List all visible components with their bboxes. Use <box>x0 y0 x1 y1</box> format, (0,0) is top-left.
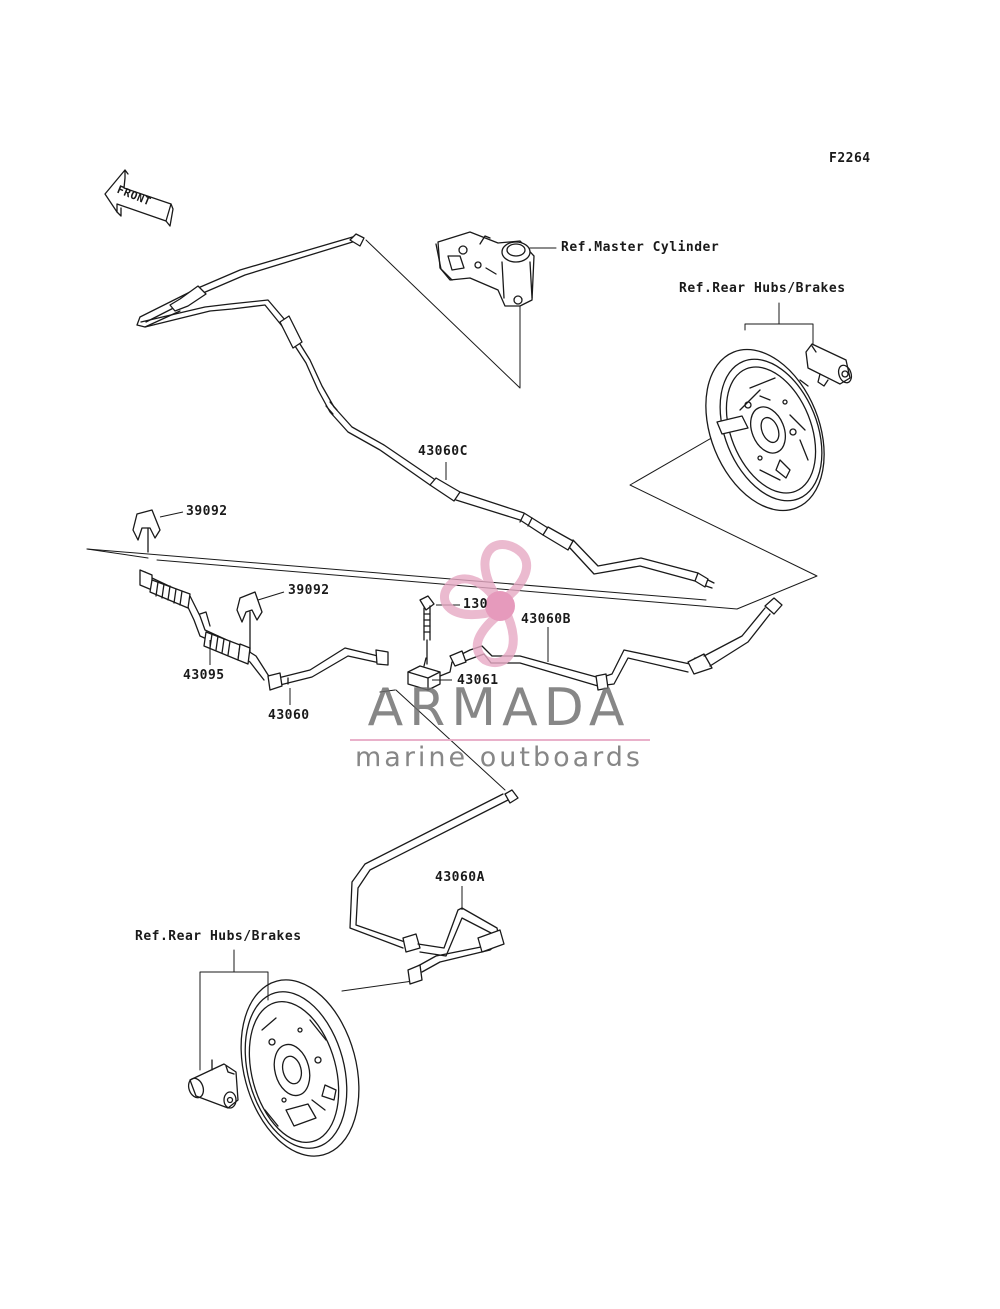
wheel-cylinder-lower <box>187 1059 239 1109</box>
bolt-130 <box>419 595 435 665</box>
wheel-cylinder-upper <box>799 343 853 387</box>
watermark-subtitle: marine outboards <box>354 742 643 773</box>
watermark-divider <box>350 739 650 741</box>
front-arrow-icon <box>104 169 174 227</box>
watermark-title: ARMADA <box>367 678 631 738</box>
pipe-43060A <box>349 789 519 985</box>
part-43060C: 43060C <box>418 444 468 459</box>
ref-master-cylinder: Ref.Master Cylinder <box>561 240 720 255</box>
rear-brake-upper <box>705 348 825 512</box>
part-130: 130 <box>463 597 488 612</box>
leader-lines <box>86 239 818 1046</box>
ref-rear-hubs-brakes-left: Ref.Rear Hubs/Brakes <box>135 929 302 944</box>
brake-hose-43095 <box>139 569 271 681</box>
figure-code: F2264 <box>829 151 871 166</box>
ref-rear-hubs-brakes-right: Ref.Rear Hubs/Brakes <box>679 281 846 296</box>
part-43060: 43060 <box>268 708 310 723</box>
part-43095: 43095 <box>183 668 225 683</box>
part-43060B: 43060B <box>521 612 571 627</box>
clip-39092-left <box>132 509 161 553</box>
rear-brake-lower <box>240 979 360 1157</box>
part-43060A: 43060A <box>435 870 485 885</box>
clip-39092-right <box>236 591 263 653</box>
part-39092-a: 39092 <box>186 504 228 519</box>
joint-43061 <box>407 657 453 691</box>
pipe-43060 <box>267 647 389 691</box>
part-43061: 43061 <box>457 673 499 688</box>
master-cylinder <box>435 231 535 307</box>
pipe-43060C <box>136 233 715 589</box>
part-39092-b: 39092 <box>288 583 330 598</box>
propeller-logo-icon <box>440 540 532 667</box>
